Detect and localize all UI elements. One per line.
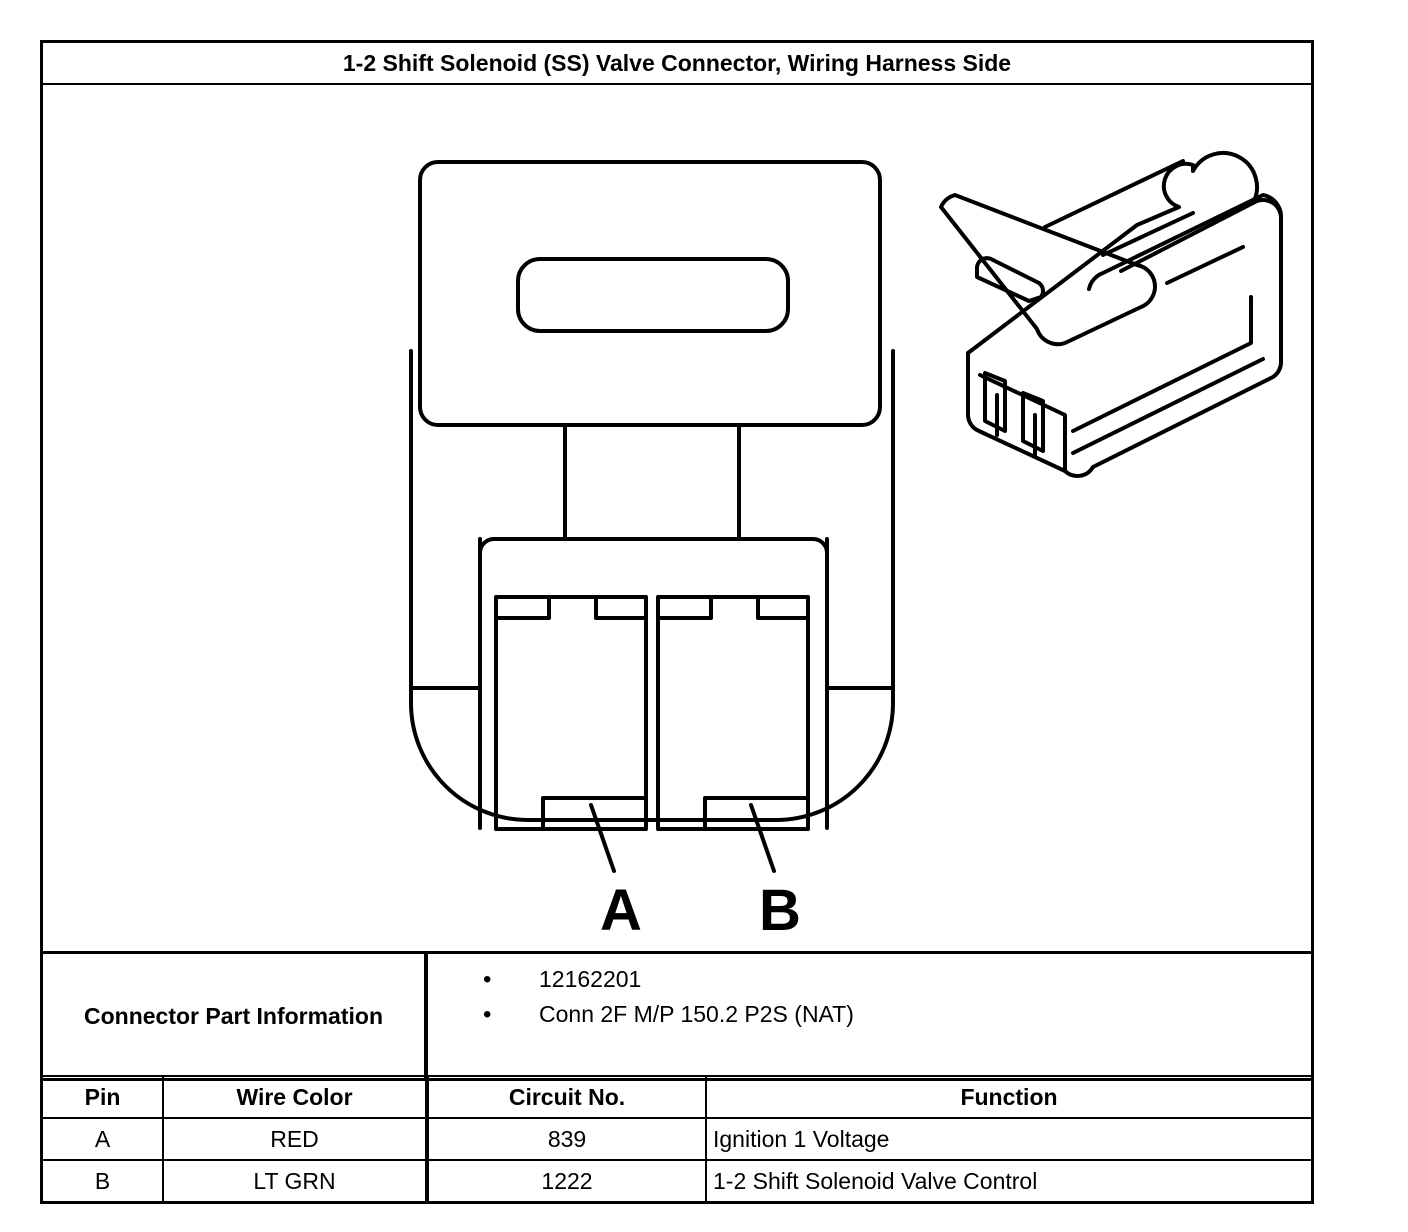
pin-table: Pin Wire Color Circuit No. Function A RE… <box>43 1075 1311 1201</box>
circuit-cell: 839 <box>426 1117 707 1161</box>
header-pin: Pin <box>43 1075 164 1119</box>
part-number: 12162201 <box>483 962 854 997</box>
locking-tab <box>418 160 882 427</box>
connector-part-info: Connector Part Information 12162201 Conn… <box>43 951 1311 1081</box>
connector-info-list: 12162201 Conn 2F M/P 150.2 P2S (NAT) <box>483 962 854 1032</box>
iso-outer-shell <box>966 151 1284 478</box>
iso-top-latch <box>939 193 1158 347</box>
header-circuit-no: Circuit No. <box>426 1075 707 1119</box>
iso-slot <box>975 256 1045 303</box>
wire-color-cell: RED <box>162 1117 429 1161</box>
cavity-a <box>494 595 648 831</box>
connector-diagram: A B <box>409 151 1284 943</box>
iso-front-face <box>965 351 1067 473</box>
connector-outer-body <box>409 349 895 822</box>
connector-face-view <box>409 160 895 873</box>
circuit-cell: 1222 <box>426 1159 707 1201</box>
header-wire-color: Wire Color <box>162 1075 429 1119</box>
header-function: Function <box>705 1075 1311 1119</box>
cavity-b <box>656 595 810 831</box>
connector-sheet: 1-2 Shift Solenoid (SS) Valve Connector,… <box>40 40 1314 1204</box>
cavity-housing <box>478 537 829 830</box>
iso-pin-cavities <box>983 371 1045 453</box>
pin-label-a: A <box>600 878 642 943</box>
function-cell: Ignition 1 Voltage <box>705 1117 1311 1161</box>
pin-cell: A <box>43 1117 164 1161</box>
function-cell: 1-2 Shift Solenoid Valve Control <box>705 1159 1311 1201</box>
pin-table-header: Pin Wire Color Circuit No. Function <box>43 1075 1311 1119</box>
tab-slot <box>516 257 790 333</box>
connector-info-label: Connector Part Information <box>43 954 428 1078</box>
table-row: B LT GRN 1222 1-2 Shift Solenoid Valve C… <box>43 1159 1311 1201</box>
leader-line-b <box>749 803 776 873</box>
iso-top-edges <box>1043 159 1255 285</box>
pin-label-b: B <box>759 878 801 943</box>
connector-iso-view <box>939 151 1284 478</box>
iso-side-rail <box>1071 295 1265 455</box>
iso-latch-bar <box>1087 193 1284 295</box>
connector-description: Conn 2F M/P 150.2 P2S (NAT) <box>483 997 854 1032</box>
leader-line-a <box>589 803 616 873</box>
diagram-title: 1-2 Shift Solenoid (SS) Valve Connector,… <box>43 43 1311 85</box>
pin-cell: B <box>43 1159 164 1201</box>
connector-side-rails <box>409 537 895 690</box>
iso-cavity-rims <box>995 393 1037 457</box>
wire-color-cell: LT GRN <box>162 1159 429 1201</box>
table-row: A RED 839 Ignition 1 Voltage <box>43 1117 1311 1161</box>
